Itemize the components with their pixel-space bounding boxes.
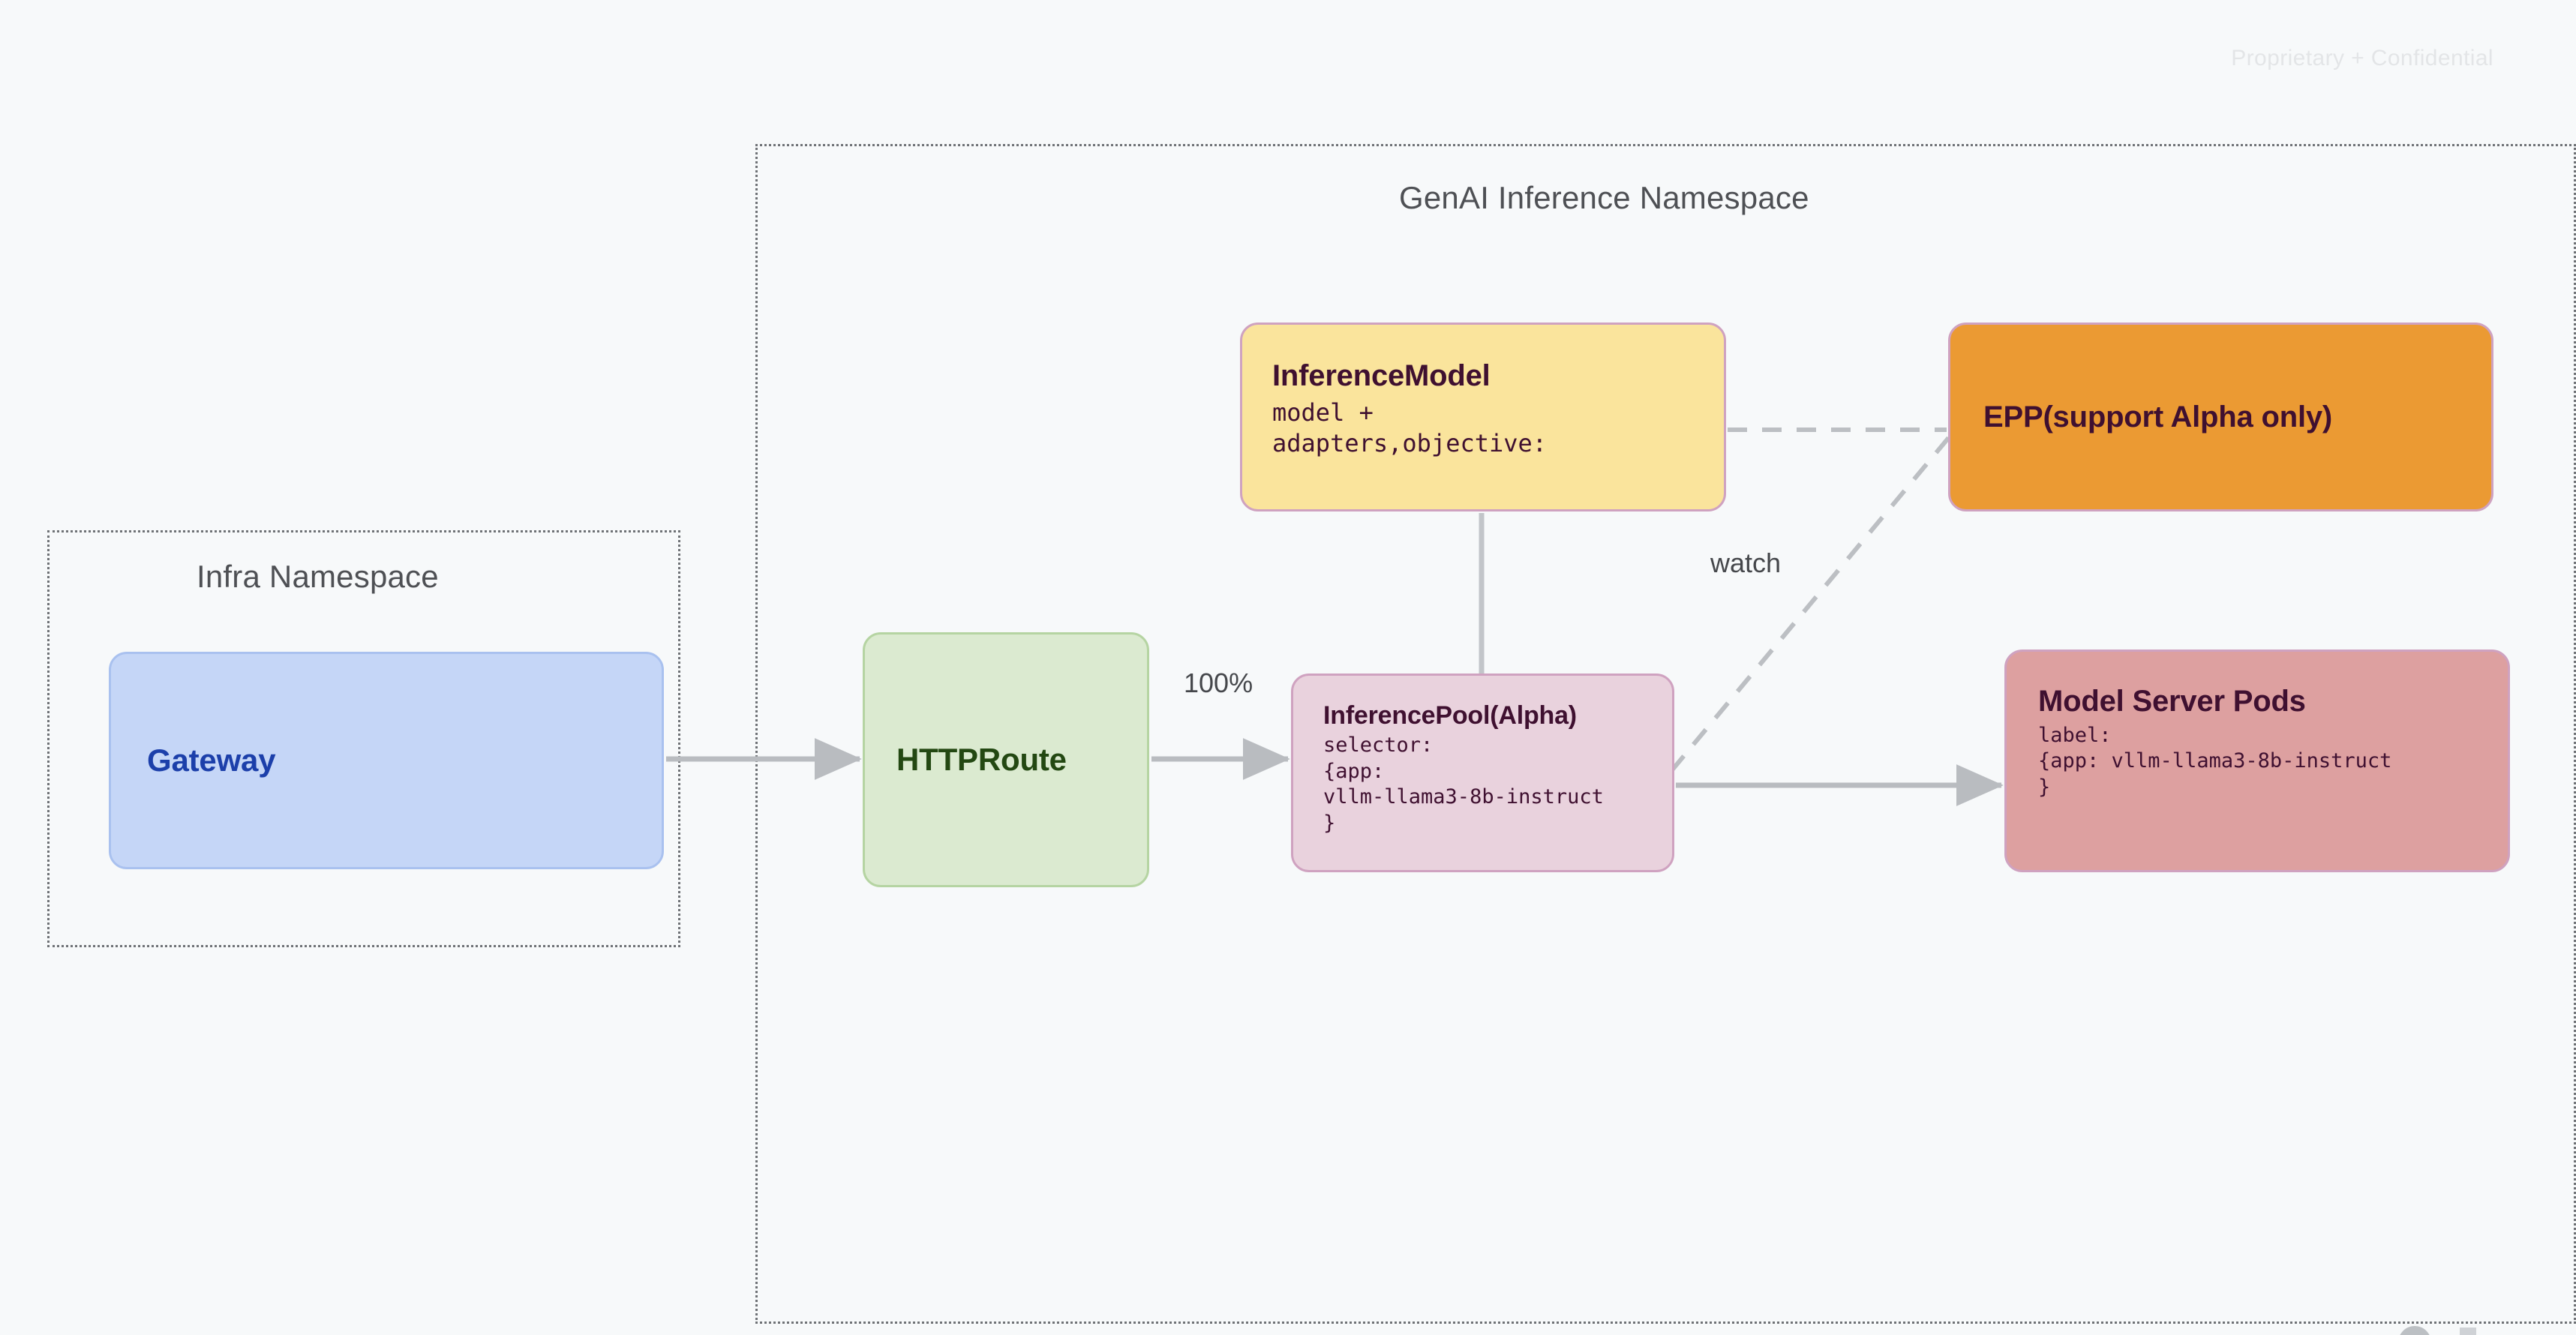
- node-httproute-title: HTTPRoute: [896, 742, 1067, 778]
- node-epp-title: EPP(support Alpha only): [1983, 400, 2333, 434]
- proprietary-confidential-watermark: Proprietary + Confidential: [2231, 46, 2493, 70]
- node-httproute[interactable]: HTTPRoute: [863, 632, 1149, 887]
- node-inferencemodel[interactable]: InferenceModel model + adapters,objectiv…: [1240, 322, 1726, 512]
- node-gateway-title: Gateway: [147, 742, 276, 778]
- genai-inference-namespace-container: [755, 144, 2576, 1324]
- node-inferencepool[interactable]: InferencePool(Alpha) selector: {app: vll…: [1291, 674, 1674, 872]
- footer-logo-mark-icon: [2398, 1326, 2431, 1335]
- node-inferencepool-body: selector: {app: vllm-llama3-8b-instruct …: [1323, 734, 1604, 835]
- infra-namespace-container: [47, 530, 680, 947]
- infra-namespace-title: Infra Namespace: [197, 559, 439, 594]
- edge-label-100-percent: 100%: [1184, 668, 1253, 698]
- node-gateway[interactable]: Gateway: [109, 652, 664, 869]
- node-model-server-pods[interactable]: Model Server Pods label: {app: vllm-llam…: [2004, 650, 2510, 872]
- footer-logo: [2397, 1326, 2532, 1335]
- footer-logo-text: [2460, 1328, 2476, 1335]
- node-model-server-pods-title: Model Server Pods: [2038, 685, 2306, 718]
- node-model-server-pods-body: label: {app: vllm-llama3-8b-instruct }: [2038, 723, 2392, 799]
- node-epp[interactable]: EPP(support Alpha only): [1948, 322, 2493, 512]
- genai-inference-namespace-title: GenAI Inference Namespace: [1399, 180, 1809, 215]
- edge-label-watch: watch: [1710, 548, 1782, 578]
- node-inferencepool-title: InferencePool(Alpha): [1323, 701, 1577, 730]
- node-inferencemodel-body: model + adapters,objective:: [1272, 398, 1548, 458]
- node-inferencemodel-title: InferenceModel: [1272, 359, 1491, 392]
